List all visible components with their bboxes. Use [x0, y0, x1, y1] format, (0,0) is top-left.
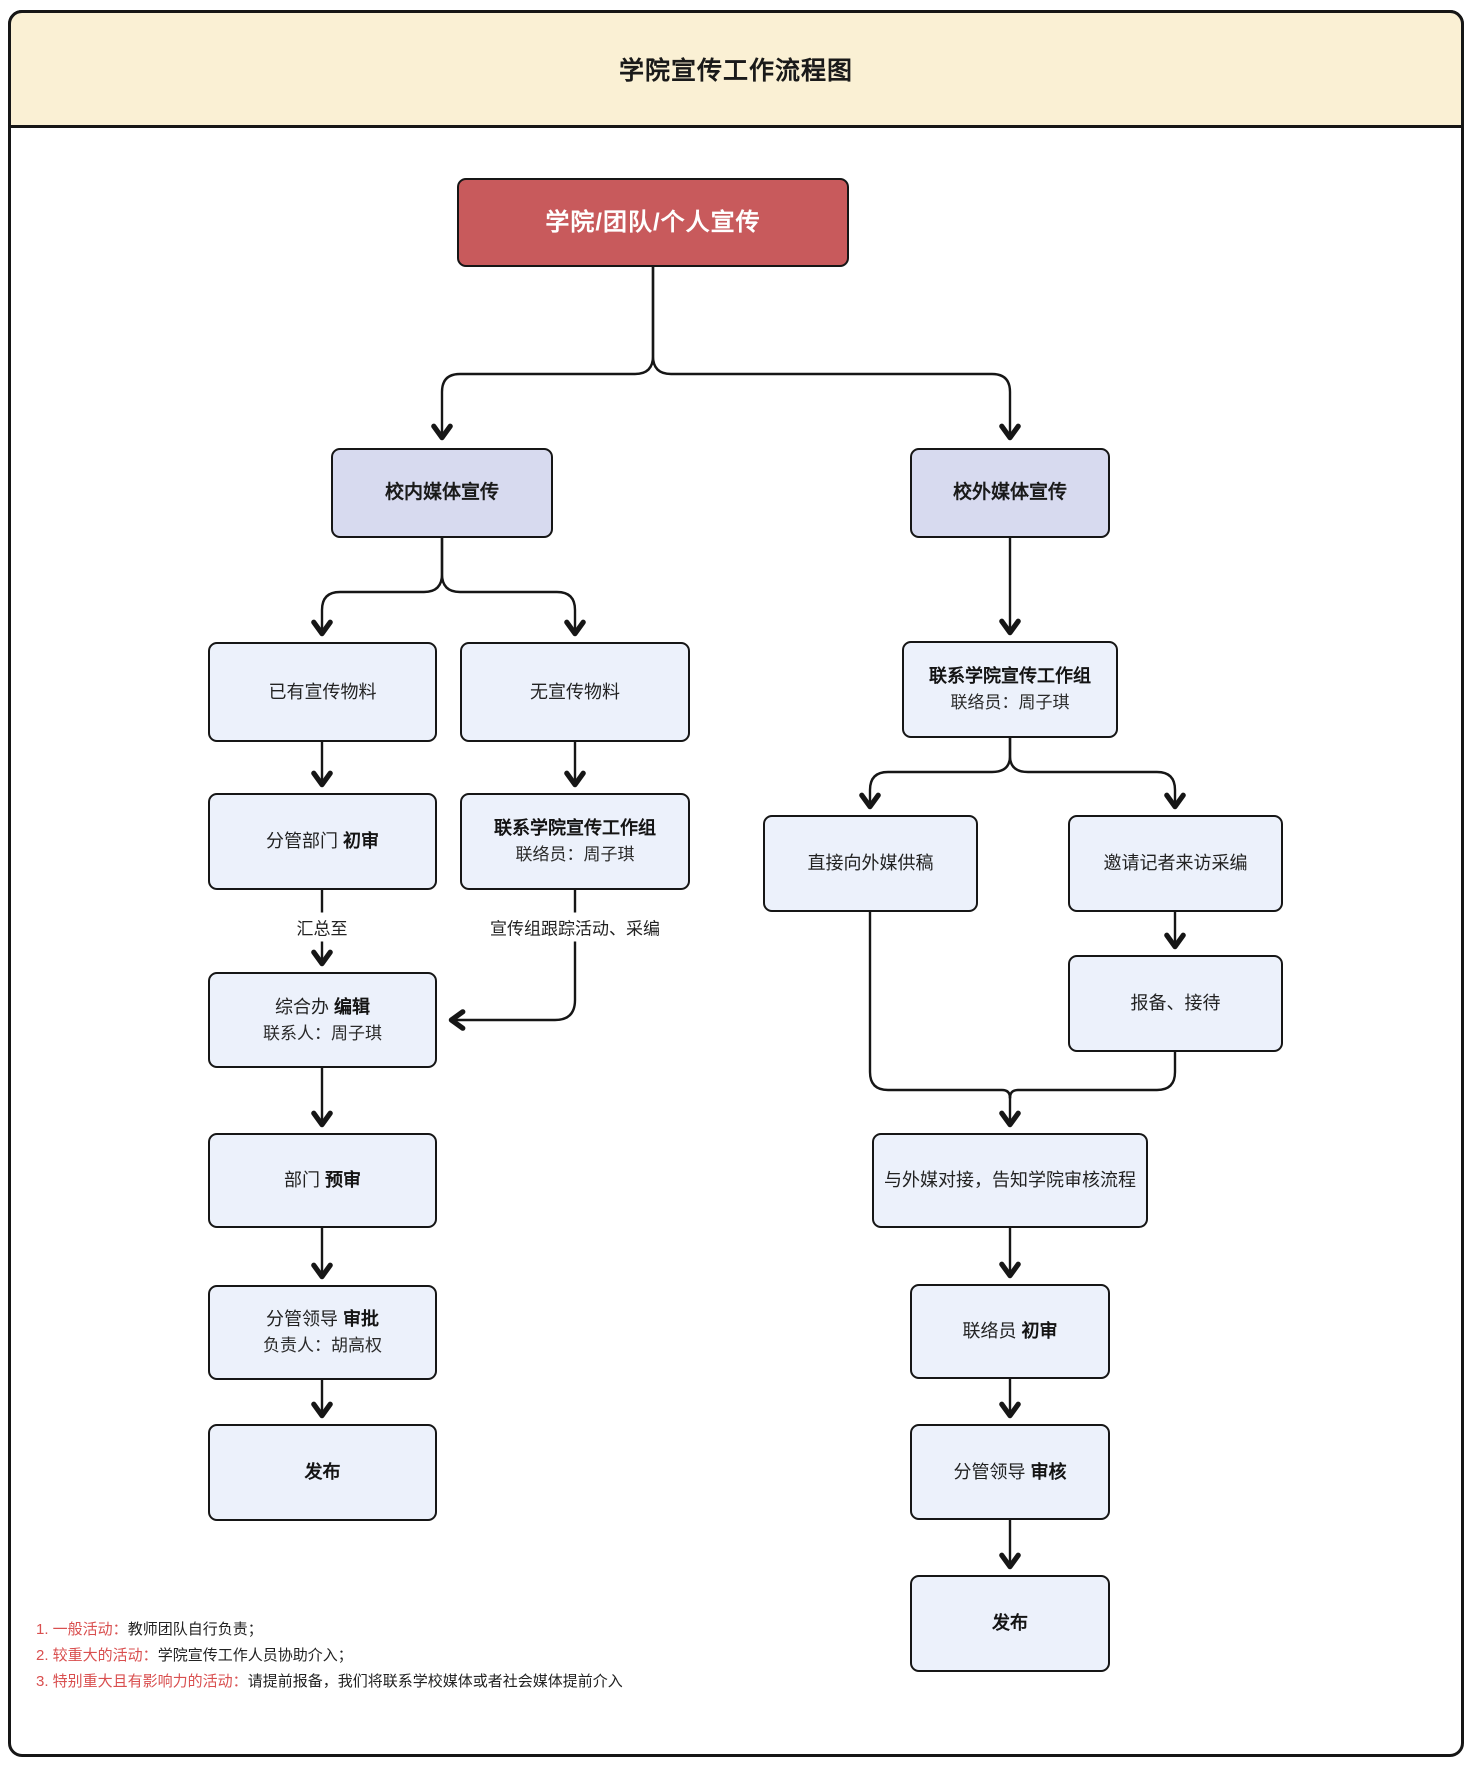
footnotes: 1. 一般活动：教师团队自行负责； 2. 较重大的活动：学院宣传工作人员协助介入… [36, 1617, 623, 1695]
node-has-materials: 已有宣传物料 [208, 642, 437, 742]
node-direct-feed: 直接向外媒供稿 [763, 815, 978, 912]
node-report-reception: 报备、接待 [1068, 955, 1283, 1052]
edge-label-group-follow: 宣传组跟踪活动、采编 [484, 912, 666, 942]
edge-label-summarize-to: 汇总至 [290, 912, 354, 942]
node-general-office-edit: 综合办 编辑 联系人：周子琪 [208, 972, 437, 1068]
footnote-1: 1. 一般活动：教师团队自行负责； [36, 1621, 263, 1638]
footnote-3: 3. 特别重大且有影响力的活动：请提前报备，我们将联系学校媒体或者社会媒体提前介… [36, 1673, 623, 1690]
footnote-2: 2. 较重大的活动：学院宣传工作人员协助介入； [36, 1647, 353, 1664]
node-leader-approve: 分管领导 审批 负责人：胡高权 [208, 1285, 437, 1380]
diagram-header: 学院宣传工作流程图 [8, 10, 1464, 128]
node-contact-group-external: 联系学院宣传工作组 联络员：周子琪 [902, 641, 1118, 738]
node-dept-preview: 部门 预审 [208, 1133, 437, 1228]
node-internal-media-hub: 校内媒体宣传 [331, 448, 553, 538]
node-publish-external: 发布 [910, 1575, 1110, 1672]
node-no-materials: 无宣传物料 [460, 642, 690, 742]
node-liaison-first-review: 联络员 初审 [910, 1284, 1110, 1379]
node-external-media-hub: 校外媒体宣传 [910, 448, 1110, 538]
node-publish-internal: 发布 [208, 1424, 437, 1521]
node-root-publicity: 学院/团队/个人宣传 [457, 178, 849, 267]
node-contact-group-internal: 联系学院宣传工作组 联络员：周子琪 [460, 793, 690, 890]
node-invite-reporter: 邀请记者来访采编 [1068, 815, 1283, 912]
node-leader-review: 分管领导 审核 [910, 1424, 1110, 1520]
node-liaise-external: 与外媒对接，告知学院审核流程 [872, 1133, 1148, 1228]
node-dept-first-review: 分管部门 初审 [208, 793, 437, 890]
page-title: 学院宣传工作流程图 [618, 57, 853, 85]
